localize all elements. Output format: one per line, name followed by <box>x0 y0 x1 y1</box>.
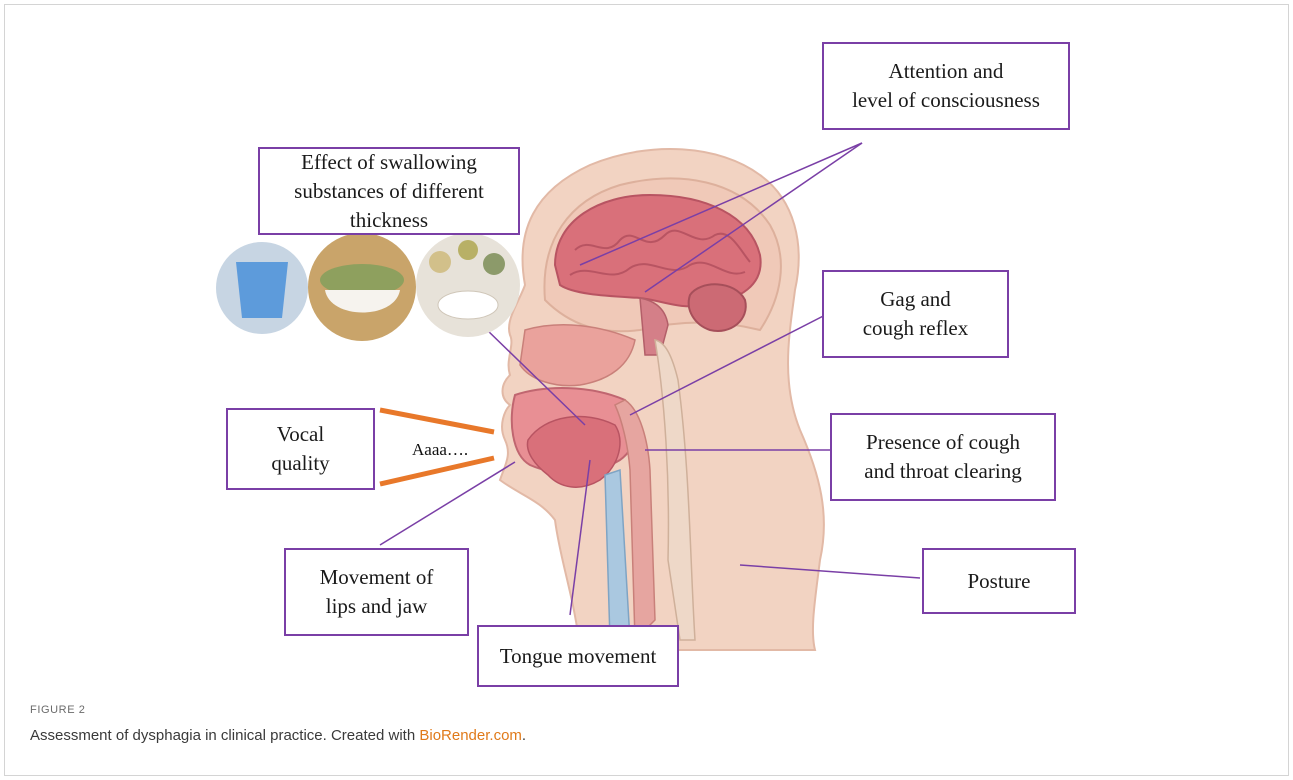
label-vocal: Vocal quality <box>226 408 375 490</box>
sound-line-top <box>380 410 494 432</box>
figure-caption: Assessment of dysphagia in clinical prac… <box>30 727 526 744</box>
biorender-link[interactable]: BioRender.com <box>419 727 522 744</box>
label-gag: Gag and cough reflex <box>822 270 1009 358</box>
label-tongue: Tongue movement <box>477 625 679 687</box>
label-attention: Attention and level of consciousness <box>822 42 1070 130</box>
speech-sound-text: Aaaa…. <box>412 440 468 460</box>
leader-lips <box>380 462 515 545</box>
label-posture: Posture <box>922 548 1076 614</box>
figure-label: FIGURE 2 <box>30 704 86 716</box>
food-photos <box>216 233 520 341</box>
figure-area: Attention and level of consciousness Eff… <box>0 0 1293 700</box>
head-anatomy-illustration <box>0 0 1293 700</box>
sound-line-bottom <box>380 458 494 484</box>
label-swallowing: Effect of swallowing substances of diffe… <box>258 147 520 235</box>
caption-end: . <box>522 727 526 744</box>
caption-text: Assessment of dysphagia in clinical prac… <box>30 727 419 744</box>
label-cough: Presence of cough and throat clearing <box>830 413 1056 501</box>
label-lips: Movement of lips and jaw <box>284 548 469 636</box>
